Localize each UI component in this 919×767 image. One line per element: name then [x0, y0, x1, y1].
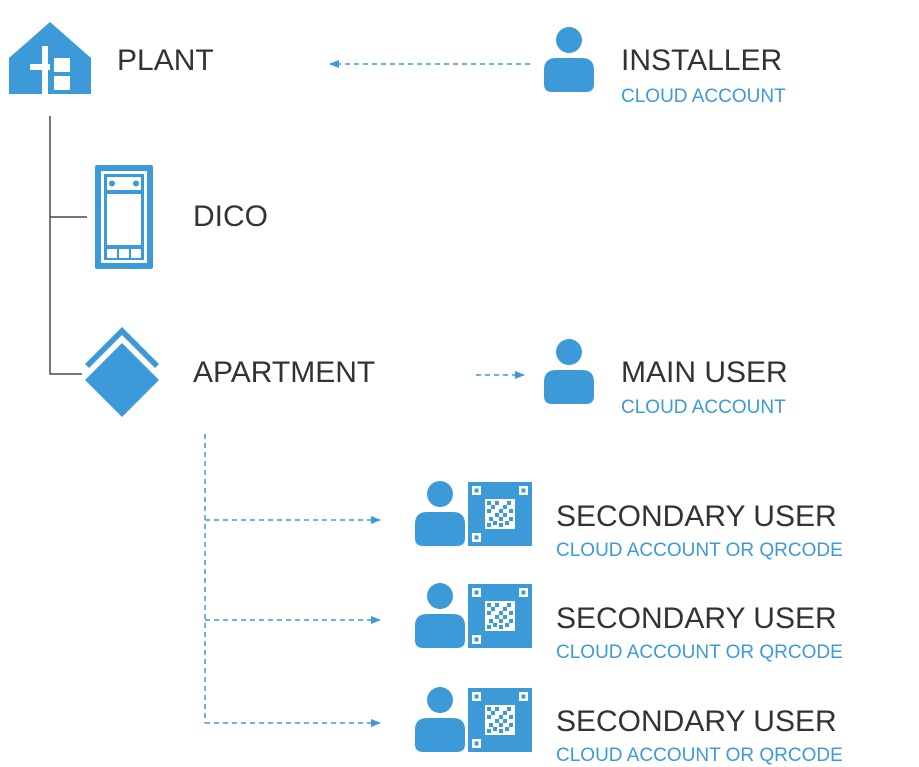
secondary-user-2-qrcode-icon — [468, 584, 532, 648]
secondary-user-3-user-icon — [415, 687, 465, 752]
main-user-sublabel: CLOUD ACCOUNT — [621, 397, 786, 418]
secondary-user-1-user-icon — [415, 481, 465, 546]
main-user-label: MAIN USER — [621, 356, 788, 389]
dico-label: DICO — [193, 200, 268, 233]
secondary-user-3-sublabel: CLOUD ACCOUNT OR QRCODE — [556, 745, 843, 766]
secondary-user-1-qrcode-icon — [468, 482, 532, 546]
apartment-label: APARTMENT — [193, 356, 376, 389]
secondary-user-1-sublabel: CLOUD ACCOUNT OR QRCODE — [556, 540, 843, 561]
installer-label: INSTALLER — [621, 44, 783, 77]
secondary-user-3-qrcode-icon — [468, 688, 532, 752]
secondary-user-1-label: SECONDARY USER — [556, 500, 837, 533]
installer-user-icon — [544, 27, 594, 92]
secondary-user-2-user-icon — [415, 583, 465, 648]
plant-label: PLANT — [117, 44, 214, 77]
intercom-panel-icon — [95, 165, 153, 269]
tree-trunk-line — [49, 116, 82, 375]
main-user-icon — [544, 339, 594, 404]
installer-sublabel: CLOUD ACCOUNT — [621, 86, 786, 107]
secondary-user-2-sublabel: CLOUD ACCOUNT OR QRCODE — [556, 642, 843, 663]
apartment-diamond-icon — [85, 327, 159, 417]
secondary-user-3-label: SECONDARY USER — [556, 705, 837, 738]
house-icon — [9, 22, 91, 94]
secondary-user-2-label: SECONDARY USER — [556, 602, 837, 635]
